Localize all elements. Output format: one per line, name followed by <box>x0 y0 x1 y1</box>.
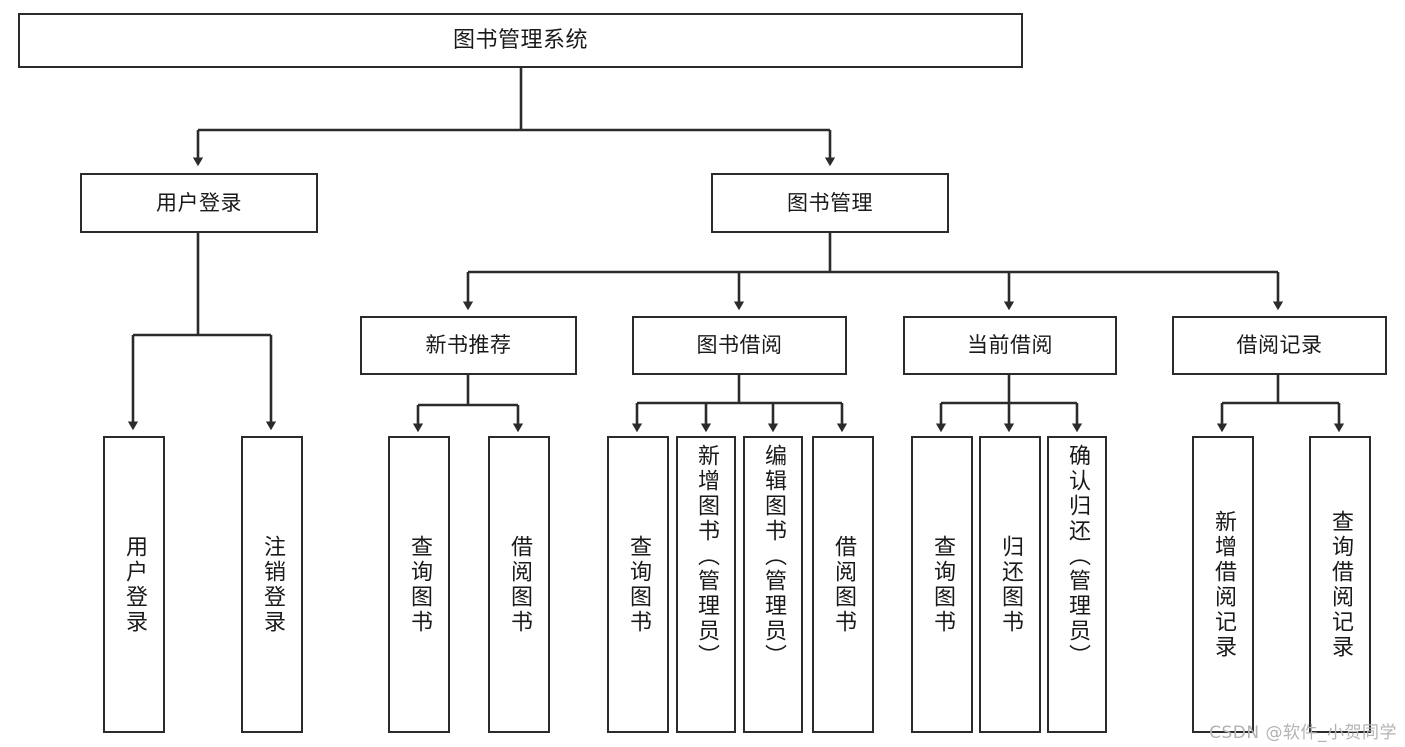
leaf-borrow-query-book[interactable]: 查询图书 <box>607 436 669 733</box>
node-label: 查询图书 <box>930 534 955 635</box>
node-label: 借阅记录 <box>1236 333 1323 358</box>
node-label: 图书借阅 <box>696 333 783 358</box>
node-label: 注销登录 <box>260 534 285 635</box>
node-book-borrow[interactable]: 图书借阅 <box>632 316 847 375</box>
leaf-current-return-book[interactable]: 归还图书 <box>979 436 1041 733</box>
node-borrow-record[interactable]: 借阅记录 <box>1172 316 1387 375</box>
leaf-record-add-record[interactable]: 新增借阅记录 <box>1192 436 1254 733</box>
node-label: 新书推荐 <box>425 333 512 358</box>
node-book-management[interactable]: 图书管理 <box>711 173 949 233</box>
node-label: 查询借阅记录 <box>1328 509 1353 660</box>
leaf-current-confirm-return-admin[interactable]: 确认归还（管理员） <box>1047 436 1107 733</box>
node-label: 新增图书（管理员） <box>694 444 719 669</box>
leaf-record-query-record[interactable]: 查询借阅记录 <box>1309 436 1371 733</box>
node-label: 确认归还（管理员） <box>1065 444 1090 669</box>
leaf-borrow-borrow-book[interactable]: 借阅图书 <box>812 436 874 733</box>
node-label: 借阅图书 <box>507 534 532 635</box>
node-label: 图书管理 <box>787 190 873 215</box>
leaf-borrow-edit-book-admin[interactable]: 编辑图书（管理员） <box>743 436 803 733</box>
node-label: 编辑图书（管理员） <box>761 444 786 669</box>
node-label: 归还图书 <box>998 534 1023 635</box>
leaf-logout[interactable]: 注销登录 <box>241 436 303 733</box>
node-new-book-recommend[interactable]: 新书推荐 <box>360 316 577 375</box>
node-label: 当前借阅 <box>967 333 1053 358</box>
node-user-login[interactable]: 用户登录 <box>80 173 318 233</box>
node-label: 查询图书 <box>626 534 651 635</box>
node-root-system[interactable]: 图书管理系统 <box>18 13 1023 68</box>
node-label: 借阅图书 <box>831 534 856 635</box>
node-label: 图书管理系统 <box>452 27 588 53</box>
leaf-recommend-query-book[interactable]: 查询图书 <box>388 436 450 733</box>
leaf-borrow-add-book-admin[interactable]: 新增图书（管理员） <box>676 436 736 733</box>
leaf-current-query-book[interactable]: 查询图书 <box>911 436 973 733</box>
leaf-user-login[interactable]: 用户登录 <box>103 436 165 733</box>
csdn-watermark: CSDN @软件_小贺同学 <box>1209 723 1397 743</box>
node-label: 用户登录 <box>122 534 147 635</box>
node-label: 用户登录 <box>156 190 242 215</box>
leaf-recommend-borrow-book[interactable]: 借阅图书 <box>488 436 550 733</box>
node-label: 新增借阅记录 <box>1211 509 1236 660</box>
node-current-borrow[interactable]: 当前借阅 <box>903 316 1117 375</box>
node-label: 查询图书 <box>407 534 432 635</box>
